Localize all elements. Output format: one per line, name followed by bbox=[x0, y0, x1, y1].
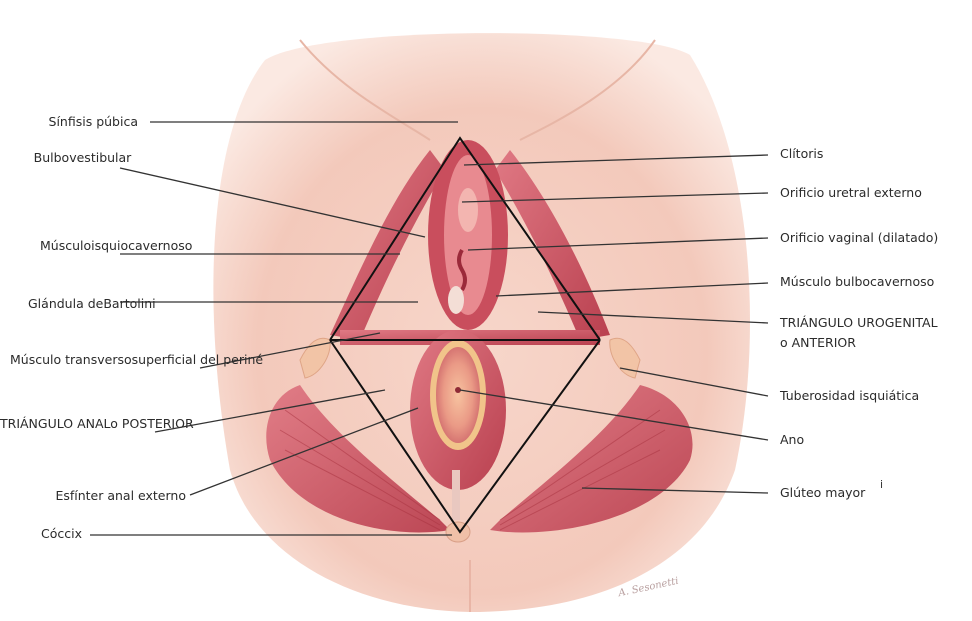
label-sinfisis-text: Sínfisis púbica bbox=[0, 112, 138, 132]
label-gluteo-text: Glúteo mayor bbox=[780, 483, 865, 503]
label-tuberosidad-text: Tuberosidad isquiática bbox=[780, 386, 919, 406]
label-glandula-line1: Glándula de bbox=[28, 296, 103, 311]
label-bulbo-line2: vestibular bbox=[69, 150, 131, 165]
label-clitoris-text: Clítoris bbox=[780, 144, 823, 164]
label-transverso-line1: Músculo transverso bbox=[10, 352, 132, 367]
label-coccix-text: Cóccix bbox=[0, 524, 82, 544]
label-uretral-text: Orificio uretral externo bbox=[780, 183, 922, 203]
footnote-mark: i bbox=[880, 478, 883, 491]
label-esfinter: Esfínter anal externo bbox=[0, 486, 186, 506]
label-uretral: Orificio uretral externo bbox=[780, 183, 922, 203]
label-bulbocavernoso-text: Músculo bulbocavernoso bbox=[780, 272, 934, 292]
label-bulbo: Bulbovestibular bbox=[20, 148, 145, 168]
label-isquio: Músculoisquiocavernoso bbox=[40, 236, 165, 256]
label-vaginal-text: Orificio vaginal (dilatado) bbox=[780, 228, 938, 248]
label-glandula: Glándula deBartolini bbox=[28, 294, 153, 314]
label-transverso-line2: superficial del periné bbox=[132, 352, 263, 367]
label-tri-anal-line2: o POSTERIOR bbox=[110, 416, 193, 431]
label-bulbocavernoso: Músculo bulbocavernoso bbox=[780, 272, 934, 292]
label-coccix: Cóccix bbox=[0, 524, 82, 544]
label-tri-uro-line2: o ANTERIOR bbox=[780, 333, 938, 353]
label-ano-text: Ano bbox=[780, 430, 804, 450]
label-ano: Ano bbox=[780, 430, 804, 450]
label-transverso: Músculo transversosuperficial del periné bbox=[10, 350, 195, 370]
label-bulbo-line1: Bulbo bbox=[34, 150, 70, 165]
label-vaginal: Orificio vaginal (dilatado) bbox=[780, 228, 938, 248]
label-isquio-line1: Músculo bbox=[40, 238, 91, 253]
label-gluteo: Glúteo mayor bbox=[780, 483, 865, 503]
label-tri-anal-line1: TRIÁNGULO ANAL bbox=[0, 416, 110, 431]
label-sinfisis: Sínfisis púbica bbox=[0, 112, 138, 132]
label-clitoris: Clítoris bbox=[780, 144, 823, 164]
label-isquio-line2: isquiocavernoso bbox=[91, 238, 192, 253]
label-tri-uro-line1: TRIÁNGULO UROGENITAL bbox=[780, 313, 938, 333]
label-esfinter-text: Esfínter anal externo bbox=[0, 486, 186, 506]
label-glandula-line2: Bartolini bbox=[103, 296, 155, 311]
label-tuberosidad: Tuberosidad isquiática bbox=[780, 386, 919, 406]
label-tri-anal: TRIÁNGULO ANALo POSTERIOR bbox=[0, 414, 150, 434]
